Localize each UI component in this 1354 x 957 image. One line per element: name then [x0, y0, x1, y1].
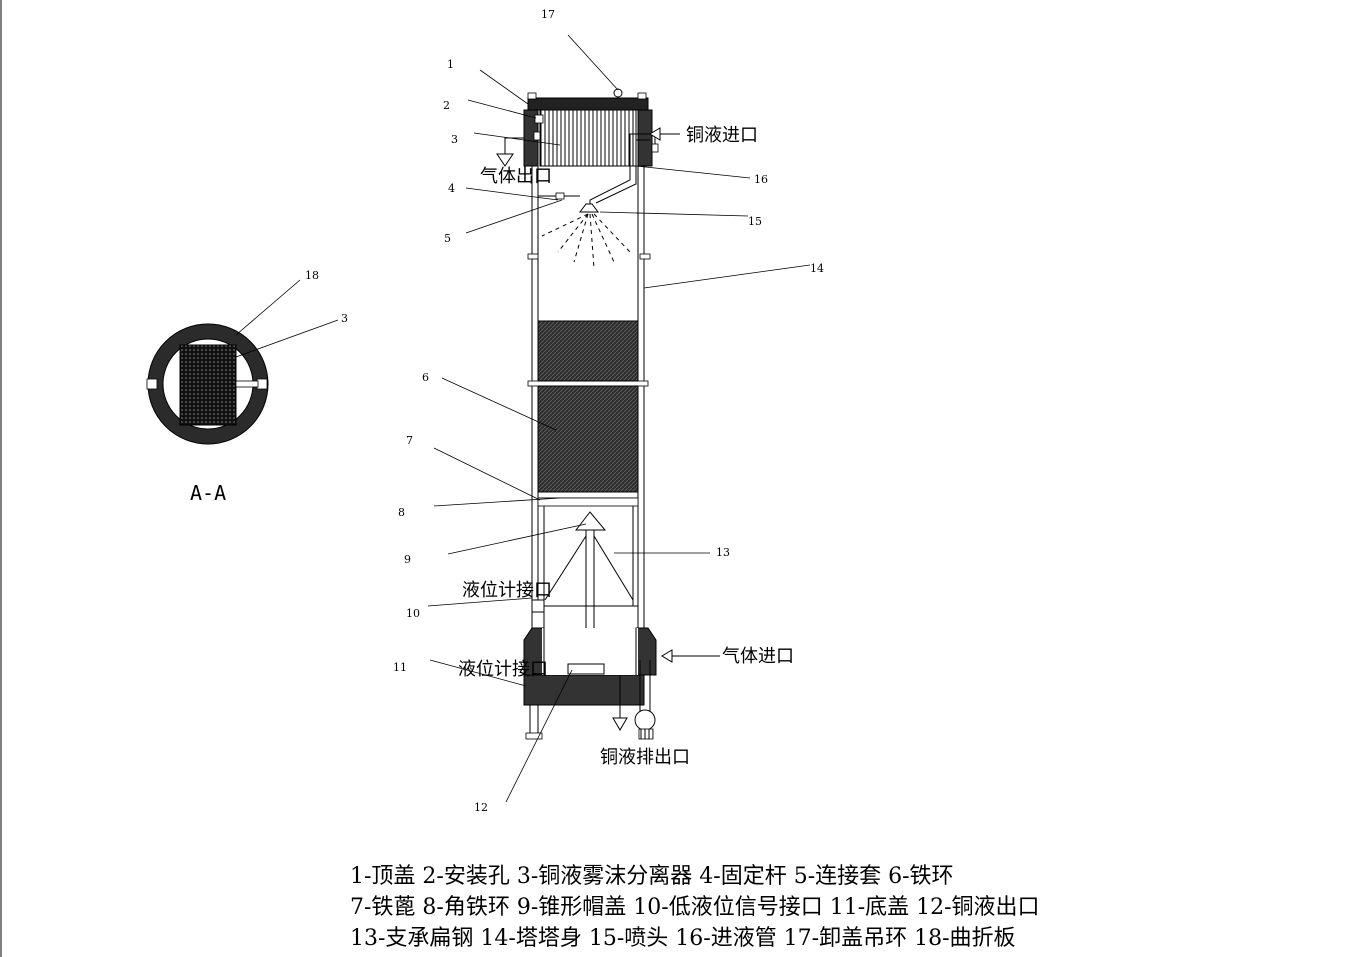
legend: 1-顶盖 2-安装孔 3-铜液雾沫分离器 4-固定杆 5-连接套 6-铁环 7-… — [350, 864, 1040, 951]
label-level-gauge-lower: 液位计接口 — [458, 659, 548, 680]
drain-outlet — [567, 663, 605, 675]
callout-13: 13 — [716, 546, 730, 559]
callout-2: 2 — [443, 99, 450, 112]
legend-line-2: 7-铁蓖 8-角铁环 9-锥形帽盖 10-低液位信号接口 11-底盖 12-铜液… — [350, 895, 1040, 920]
baffle-plate — [179, 344, 237, 426]
label-copper-liquid-drain: 铜液排出口 — [600, 747, 690, 768]
spray-nozzle — [579, 203, 599, 213]
iron-grate — [537, 491, 639, 499]
label-copper-liquid-inlet: 铜液进口 — [686, 125, 758, 146]
inlet-pipe — [538, 133, 659, 269]
callout-1: 1 — [447, 58, 454, 71]
leader-lines — [427, 34, 811, 803]
callout-14: 14 — [810, 262, 824, 275]
callout-5: 5 — [444, 232, 451, 245]
callout-3: 3 — [451, 133, 458, 146]
flow-arrows — [496, 127, 720, 731]
lifting-ring — [613, 88, 623, 98]
callout-9: 9 — [404, 553, 411, 566]
bottom-cover — [523, 627, 657, 740]
label-level-gauge-upper: 液位计接口 — [462, 580, 552, 601]
section-a-a — [146, 279, 339, 445]
callout-15: 15 — [748, 215, 762, 228]
label-gas-outlet: 气体出口 — [480, 166, 552, 187]
callout-18: 18 — [305, 269, 319, 282]
callout-3-section: 3 — [341, 312, 348, 325]
callout-12: 12 — [474, 801, 488, 814]
callout-10: 10 — [406, 607, 420, 620]
callout-numbers: 1 2 3 4 5 6 7 8 9 10 11 12 13 14 15 16 1… — [305, 8, 824, 814]
callout-8: 8 — [398, 506, 405, 519]
tower-shell — [527, 166, 651, 628]
port-labels: 铜液进口 气体出口 液位计接口 液位计接口 气体进口 铜液排出口 — [458, 125, 794, 768]
callout-7: 7 — [406, 434, 413, 447]
label-gas-inlet: 气体进口 — [722, 646, 794, 667]
callout-6: 6 — [422, 371, 429, 384]
angle-iron-ring — [537, 497, 639, 507]
callout-16: 16 — [754, 173, 768, 186]
legend-line-3: 13-支承扁钢 14-塔塔身 15-喷头 16-进液管 17-卸盖吊环 18-曲… — [350, 926, 1016, 951]
packing-upper — [537, 320, 639, 382]
section-label: A-A — [190, 481, 226, 505]
top-cover — [523, 88, 653, 167]
callout-17: 17 — [541, 8, 555, 21]
mist-separator — [539, 109, 637, 167]
legend-line-1: 1-顶盖 2-安装孔 3-铜液雾沫分离器 4-固定杆 5-连接套 6-铁环 — [350, 864, 954, 889]
packing-lower — [537, 385, 639, 493]
level-fitting — [531, 599, 545, 629]
callout-4: 4 — [448, 182, 455, 195]
callout-11: 11 — [393, 661, 407, 674]
